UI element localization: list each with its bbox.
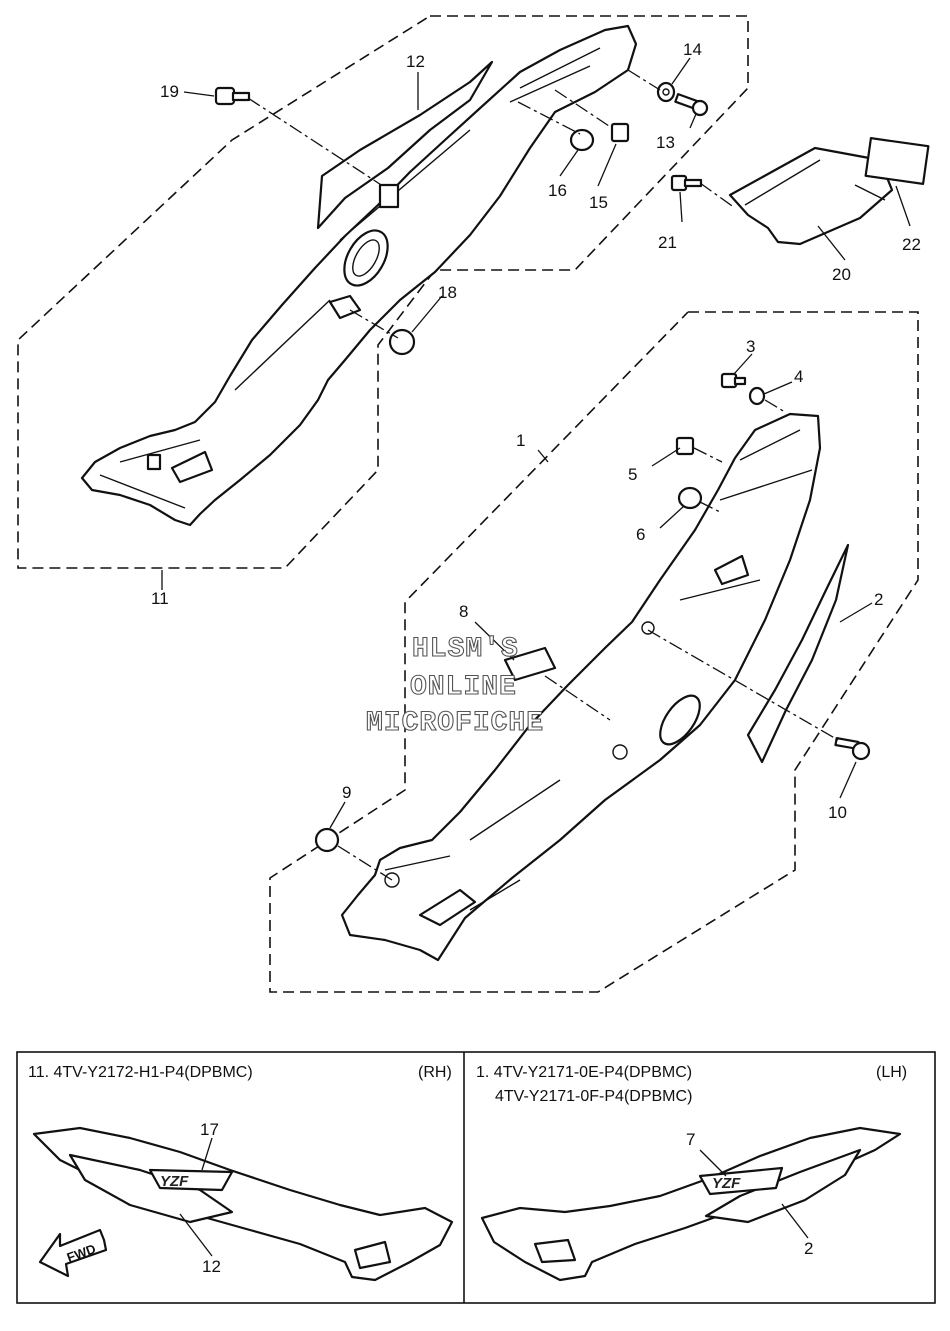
grommet-part-6 (677, 486, 703, 510)
side-cover-rh-tail-vent (170, 450, 214, 484)
detail-lh-logo-decal (698, 1166, 784, 1196)
license-plate-part-22 (864, 137, 930, 185)
locating-pin (328, 294, 362, 320)
detail-rh-logo-decal (148, 1168, 234, 1192)
stripe-decal-part-2 (746, 543, 850, 764)
callout-4: 4 (794, 367, 803, 386)
callout-2-detail: 2 (804, 1239, 813, 1258)
callout-15: 15 (589, 193, 608, 212)
detail-lh-panel: 1. 4TV-Y2171-0E-P4(DPBMC) 4TV-Y2171-0F-P… (476, 1064, 907, 1282)
callout-9: 9 (342, 783, 351, 802)
callout-16: 16 (548, 181, 567, 200)
callout-13: 13 (656, 133, 675, 152)
callout-10: 10 (828, 803, 847, 822)
detail-rh-vent (353, 1240, 392, 1270)
detail-rh-stripe (68, 1153, 234, 1224)
mount-tab (146, 453, 162, 471)
detail-rh-logo: YZF (160, 1173, 189, 1190)
washer-part-14 (656, 81, 676, 103)
bracket-nut (378, 183, 400, 209)
screw-part-10 (834, 737, 871, 761)
callout-11: 11 (151, 589, 169, 608)
callout-5: 5 (628, 465, 637, 484)
clip-part-15 (610, 122, 630, 143)
callout-6: 6 (636, 525, 645, 544)
screw-part-19 (214, 86, 251, 106)
callout-8: 8 (459, 602, 468, 621)
callout-14: 14 (683, 40, 702, 59)
callout-20: 20 (832, 265, 851, 284)
callout-21: 21 (658, 233, 677, 252)
clip-part-8 (503, 646, 557, 682)
assembly-11-boundary (17, 15, 749, 569)
damper-part-18 (388, 328, 416, 356)
callout-12-upper: 12 (406, 52, 425, 71)
detail-lh-title-line-2: 4TV-Y2171-0F-P4(DPBMC) (495, 1088, 692, 1105)
callout-22: 22 (902, 235, 921, 254)
watermark-line-1: HLSM'S (412, 634, 519, 665)
watermark-line-3: MICROFICHE (366, 708, 544, 739)
screw-part-3 (720, 372, 747, 389)
detail-rh-side: (RH) (418, 1064, 452, 1081)
callout-2: 2 (874, 590, 883, 609)
screw-part-13 (674, 93, 709, 117)
clip-part-5 (675, 436, 695, 456)
callout-leaders (161, 57, 911, 829)
side-cover-rh-vent (343, 229, 389, 287)
tail-cover-assembly (670, 137, 930, 246)
side-cover-rh-assembly (17, 15, 749, 569)
stripe-decal-part-12 (316, 60, 494, 230)
grommet-part-9 (314, 827, 340, 853)
assembly-1-boundary (269, 311, 919, 993)
callout-7: 7 (686, 1130, 695, 1149)
side-cover-lh-part-1 (340, 412, 822, 962)
callout-12-detail: 12 (202, 1257, 221, 1276)
watermark-line-2: ONLINE (410, 672, 517, 703)
detail-lh-stripe (704, 1148, 862, 1224)
detail-box: 11. 4TV-Y2172-H1-P4(DPBMC) (RH) YZF FWD … (16, 1051, 936, 1304)
callout-18: 18 (438, 283, 457, 302)
detail-lh-vent (533, 1238, 577, 1264)
side-cover-lh-assembly (269, 311, 919, 993)
callout-1: 1 (516, 431, 525, 450)
fwd-arrow: FWD (38, 1228, 108, 1278)
detail-lh-title-line-1: 1. 4TV-Y2171-0E-P4(DPBMC) (476, 1064, 692, 1081)
tail-cover-part-20 (728, 146, 894, 246)
callout-17: 17 (200, 1120, 219, 1139)
callout-19: 19 (160, 82, 179, 101)
callout-numbers: 19 12 14 13 15 16 18 21 20 22 11 3 4 1 5… (151, 40, 921, 822)
watermark: HLSM'S ONLINE MICROFICHE (365, 633, 544, 739)
grommet-part-16 (569, 128, 595, 152)
side-cover-lh-vent (659, 694, 701, 746)
side-cover-lh-tail-vent (418, 888, 477, 927)
screw-part-21 (670, 174, 703, 192)
detail-rh-panel: 11. 4TV-Y2172-H1-P4(DPBMC) (RH) YZF FWD … (28, 1064, 454, 1282)
detail-lh-logo: YZF (712, 1175, 741, 1192)
side-cover-lh-duct (713, 554, 750, 586)
callout-3: 3 (746, 337, 755, 356)
washer-part-4 (748, 386, 766, 406)
detail-rh-title: 11. 4TV-Y2172-H1-P4(DPBMC) (28, 1064, 253, 1081)
detail-lh-side: (LH) (876, 1064, 907, 1081)
